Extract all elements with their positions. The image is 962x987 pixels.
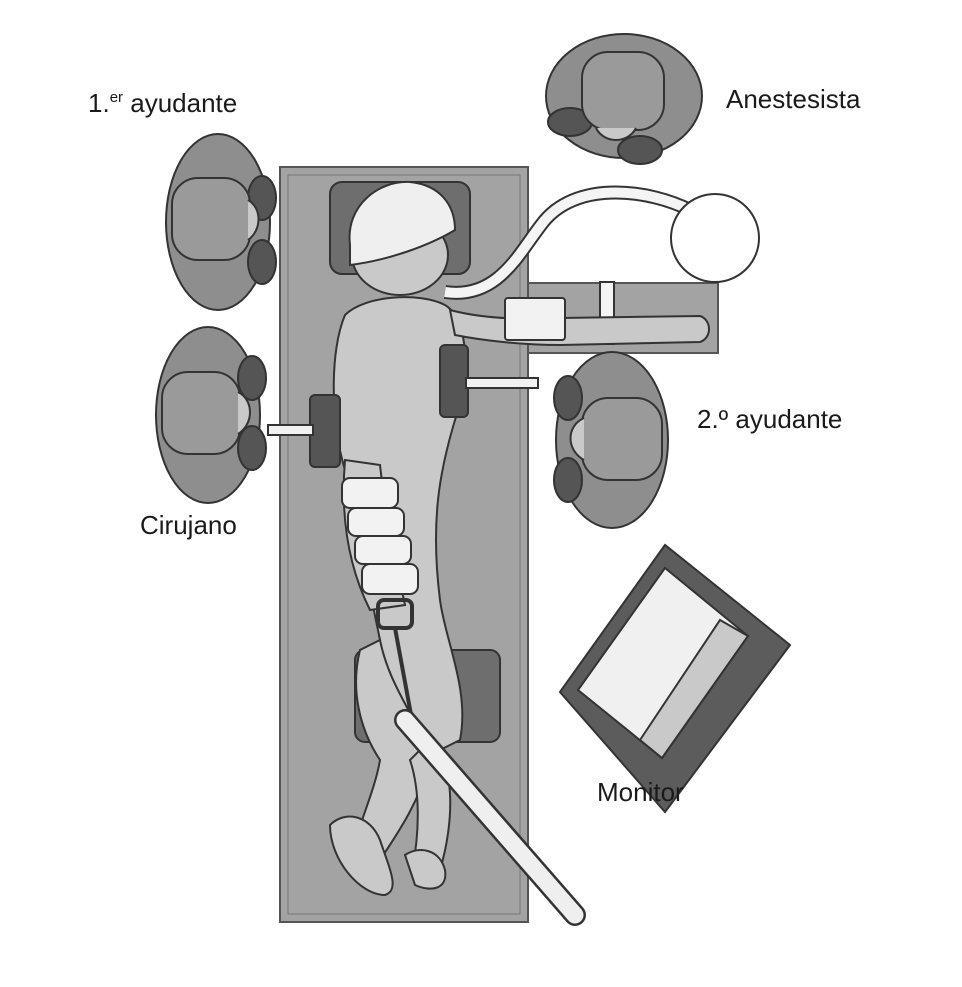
anesthetist-figure bbox=[545, 33, 703, 165]
label-surgeon: Cirujano bbox=[140, 510, 237, 540]
monitor-cart bbox=[558, 543, 792, 814]
traction-bar bbox=[376, 598, 586, 926]
lateral-supports bbox=[267, 344, 539, 468]
table-inner-frame bbox=[287, 174, 521, 915]
label-first-text: ayudante bbox=[123, 88, 238, 118]
label-first-number: 1. bbox=[88, 88, 110, 118]
label-second-assistant: 2.º ayudante bbox=[697, 404, 843, 434]
surgeon-figure bbox=[155, 326, 267, 504]
label-anesthetist: Anestesista bbox=[726, 84, 861, 114]
label-first-assistant: 1.er ayudante bbox=[88, 90, 237, 116]
second-assistant-figure bbox=[553, 351, 669, 529]
label-first-superscript: er bbox=[109, 89, 124, 106]
arm-pad bbox=[504, 297, 566, 341]
anesthesia-machine bbox=[670, 193, 760, 283]
first-assistant-figure bbox=[165, 133, 277, 311]
label-monitor: Monitor bbox=[597, 777, 684, 807]
arm-wraps bbox=[341, 477, 419, 595]
